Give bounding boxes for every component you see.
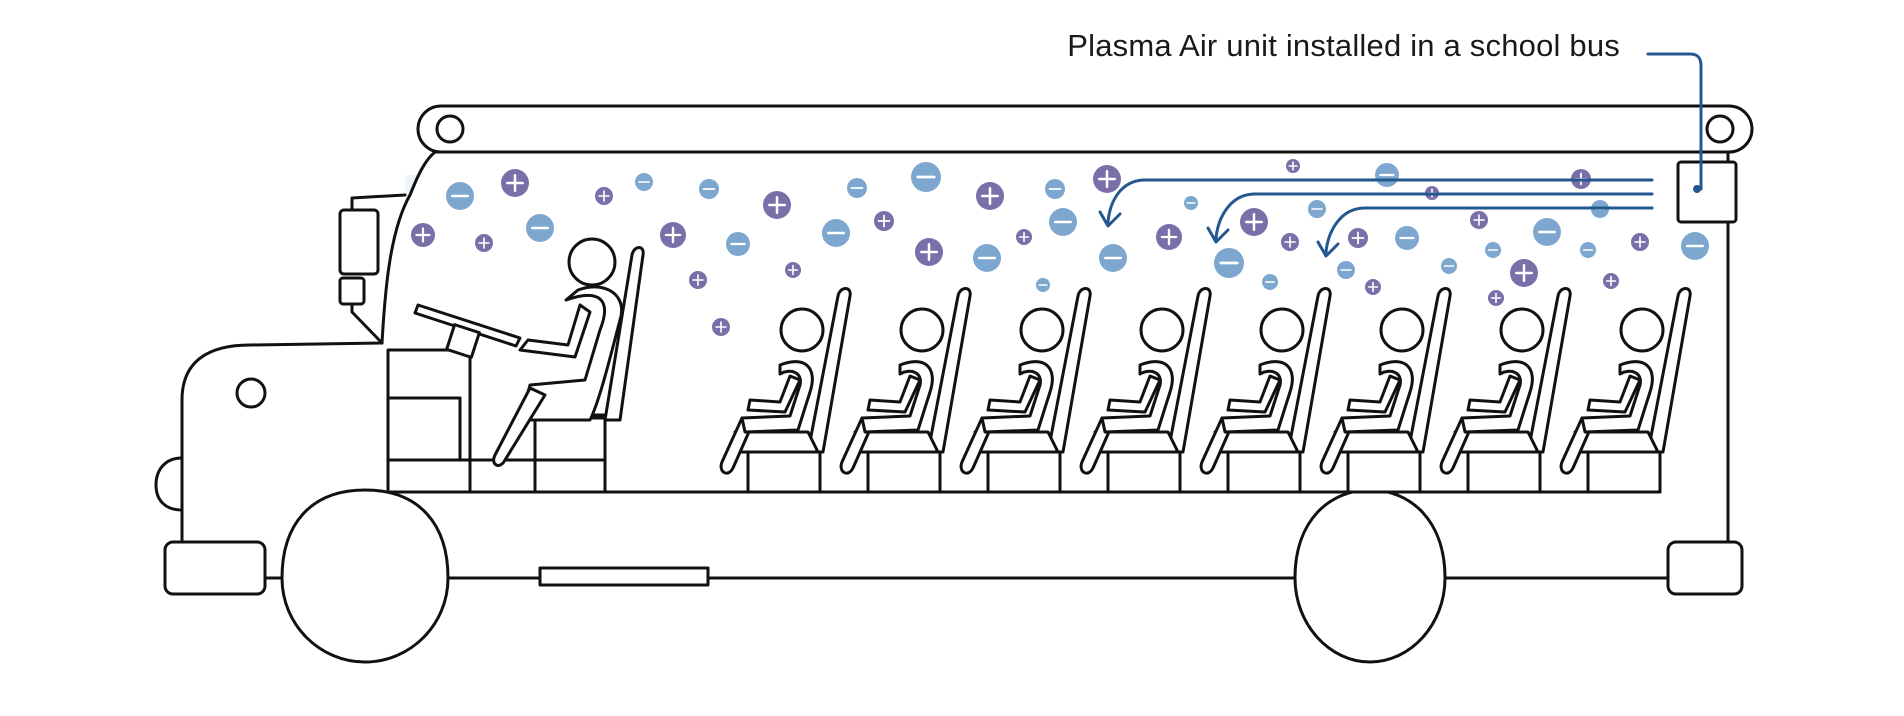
minus-ion-icon — [1214, 248, 1244, 278]
plus-ion-icon — [501, 169, 529, 197]
minus-ion-icon — [726, 232, 750, 256]
plus-ion-icon — [874, 211, 894, 231]
minus-ion-icon — [1441, 258, 1457, 274]
plus-ion-icon — [1156, 224, 1182, 250]
minus-ion-icon — [847, 178, 867, 198]
passenger-head — [899, 307, 945, 353]
passenger-seat — [1319, 287, 1452, 494]
ion-particles — [411, 159, 1709, 336]
plasma-air-unit-icon — [1676, 160, 1738, 224]
minus-ion-icon — [1308, 200, 1326, 218]
passenger-head — [1619, 307, 1665, 353]
plus-ion-icon — [1016, 229, 1032, 245]
airflow-arrows — [1098, 178, 1654, 258]
plus-ion-icon — [475, 234, 493, 252]
plus-ion-icon — [1488, 290, 1504, 306]
minus-ion-icon — [1375, 163, 1399, 187]
driver-area — [386, 237, 645, 494]
passenger-head — [1379, 307, 1425, 353]
passenger-head — [1019, 307, 1065, 353]
plus-ion-icon — [1281, 233, 1299, 251]
minus-ion-icon — [1580, 242, 1596, 258]
plus-ion-icon — [763, 191, 791, 219]
minus-ion-icon — [635, 173, 653, 191]
bus-roof-rail — [416, 104, 1754, 154]
passenger-seat — [1199, 287, 1332, 494]
minus-ion-icon — [446, 182, 474, 210]
plus-ion-icon — [712, 318, 730, 336]
minus-ion-icon — [1036, 278, 1050, 292]
plus-ion-icon — [595, 187, 613, 205]
minus-ion-icon — [1262, 274, 1278, 290]
passenger-head — [1499, 307, 1545, 353]
passenger-head — [1139, 307, 1185, 353]
plus-ion-icon — [1093, 165, 1121, 193]
passenger-seat — [1079, 287, 1212, 494]
plus-ion-icon — [976, 182, 1004, 210]
minus-ion-icon — [699, 179, 719, 199]
plus-ion-icon — [1631, 233, 1649, 251]
driver-head — [567, 237, 617, 287]
unit-caption: Plasma Air unit installed in a school bu… — [1067, 28, 1620, 63]
minus-ion-icon — [822, 219, 850, 247]
passenger-seat — [719, 287, 852, 494]
steering-wheel — [413, 303, 522, 348]
plus-ion-icon — [1348, 228, 1368, 248]
plus-ion-icon — [689, 271, 707, 289]
minus-ion-icon — [911, 162, 941, 192]
passenger-head — [779, 307, 825, 353]
plus-ion-icon — [1510, 259, 1538, 287]
caption-leader-line — [1646, 52, 1703, 191]
minus-ion-icon — [1337, 261, 1355, 279]
minus-ion-icon — [1045, 179, 1065, 199]
minus-ion-icon — [973, 244, 1001, 272]
minus-ion-icon — [1049, 208, 1077, 236]
minus-ion-icon — [1184, 196, 1198, 210]
minus-ion-icon — [1681, 232, 1709, 260]
passenger-seats — [719, 287, 1692, 494]
plus-ion-icon — [411, 223, 435, 247]
plus-ion-icon — [1603, 273, 1619, 289]
minus-ion-icon — [1485, 242, 1501, 258]
plus-ion-icon — [660, 222, 686, 248]
plus-ion-icon — [1240, 208, 1268, 236]
passenger-seat — [1439, 287, 1572, 494]
passenger-head — [1259, 307, 1305, 353]
passenger-seat — [959, 287, 1092, 494]
minus-ion-icon — [1395, 226, 1419, 250]
plus-ion-icon — [785, 262, 801, 278]
plus-ion-icon — [1365, 279, 1381, 295]
plus-ion-icon — [915, 238, 943, 266]
minus-ion-icon — [1533, 218, 1561, 246]
minus-ion-icon — [526, 214, 554, 242]
minus-ion-icon — [1099, 244, 1127, 272]
passenger-seat — [1559, 287, 1692, 494]
plus-ion-icon — [1286, 159, 1300, 173]
plus-ion-icon — [1470, 211, 1488, 229]
passenger-seat — [839, 287, 972, 494]
